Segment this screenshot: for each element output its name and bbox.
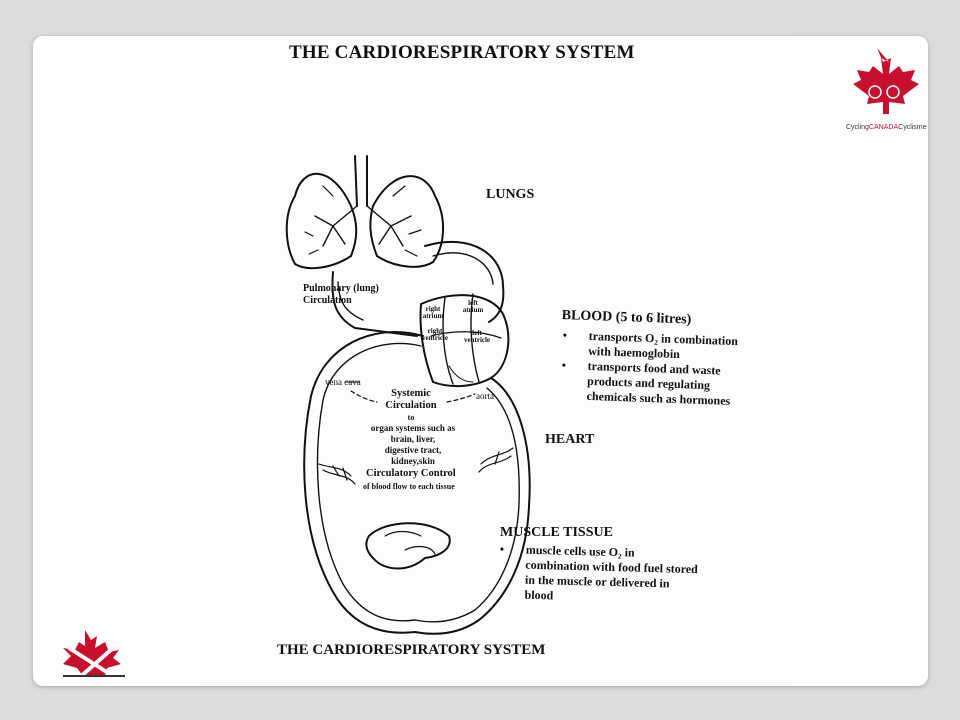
right-lung xyxy=(369,175,445,268)
slide-card: CyclingCANADACyclisme THE CARDIORESPIRAT… xyxy=(33,36,928,686)
label-circulatory-control: Circulatory Control xyxy=(366,468,456,479)
label-aorta: aorta xyxy=(476,391,494,401)
label-systemic-to: to xyxy=(407,413,415,422)
blood-description: •transports O₂ in combination with haemo… xyxy=(561,328,739,408)
muscle-tissue-heading: MUSCLE TISSUE xyxy=(500,525,613,540)
cycling-canada-wordmark: CyclingCANADACyclisme xyxy=(846,124,927,131)
scanned-diagram-page xyxy=(199,36,791,686)
left-lung xyxy=(285,172,358,270)
muscle-tissue xyxy=(365,522,451,570)
bullet: • xyxy=(561,357,567,373)
coaching-logo xyxy=(63,630,125,680)
label-heart: HEART xyxy=(545,432,595,447)
label-lungs: LUNGS xyxy=(486,187,535,202)
wheel-icon xyxy=(868,85,882,99)
maple-leaf-icon xyxy=(853,48,919,114)
bullet: • xyxy=(562,328,568,343)
muscle-tissue-description: •muscle cells use O₂ in combination with… xyxy=(499,542,698,603)
diagram-title-top: THE CARDIORESPIRATORY SYSTEM xyxy=(289,42,635,63)
systemic-loop xyxy=(303,331,531,635)
label-pulmonary-circulation: Pulmonary (lung) Circulation xyxy=(303,283,379,306)
label-organ-systems: organ systems such as brain, liver, dige… xyxy=(370,423,456,466)
bullet: • xyxy=(499,542,505,557)
pulmonary-loop xyxy=(331,240,505,337)
label-vena-cava: vena cava xyxy=(325,377,361,387)
maple-leaf-mark-icon xyxy=(63,630,121,676)
label-systemic-circulation: Systemic Circulation xyxy=(385,388,437,411)
cycling-canada-leaf-logo xyxy=(853,48,919,114)
diagram-title-bottom: THE CARDIORESPIRATORY SYSTEM xyxy=(277,642,546,658)
trachea xyxy=(354,155,368,207)
cardio-diagram-drawing xyxy=(285,155,531,635)
label-circulatory-control-sub: of blood flow to each tissue xyxy=(363,482,455,491)
